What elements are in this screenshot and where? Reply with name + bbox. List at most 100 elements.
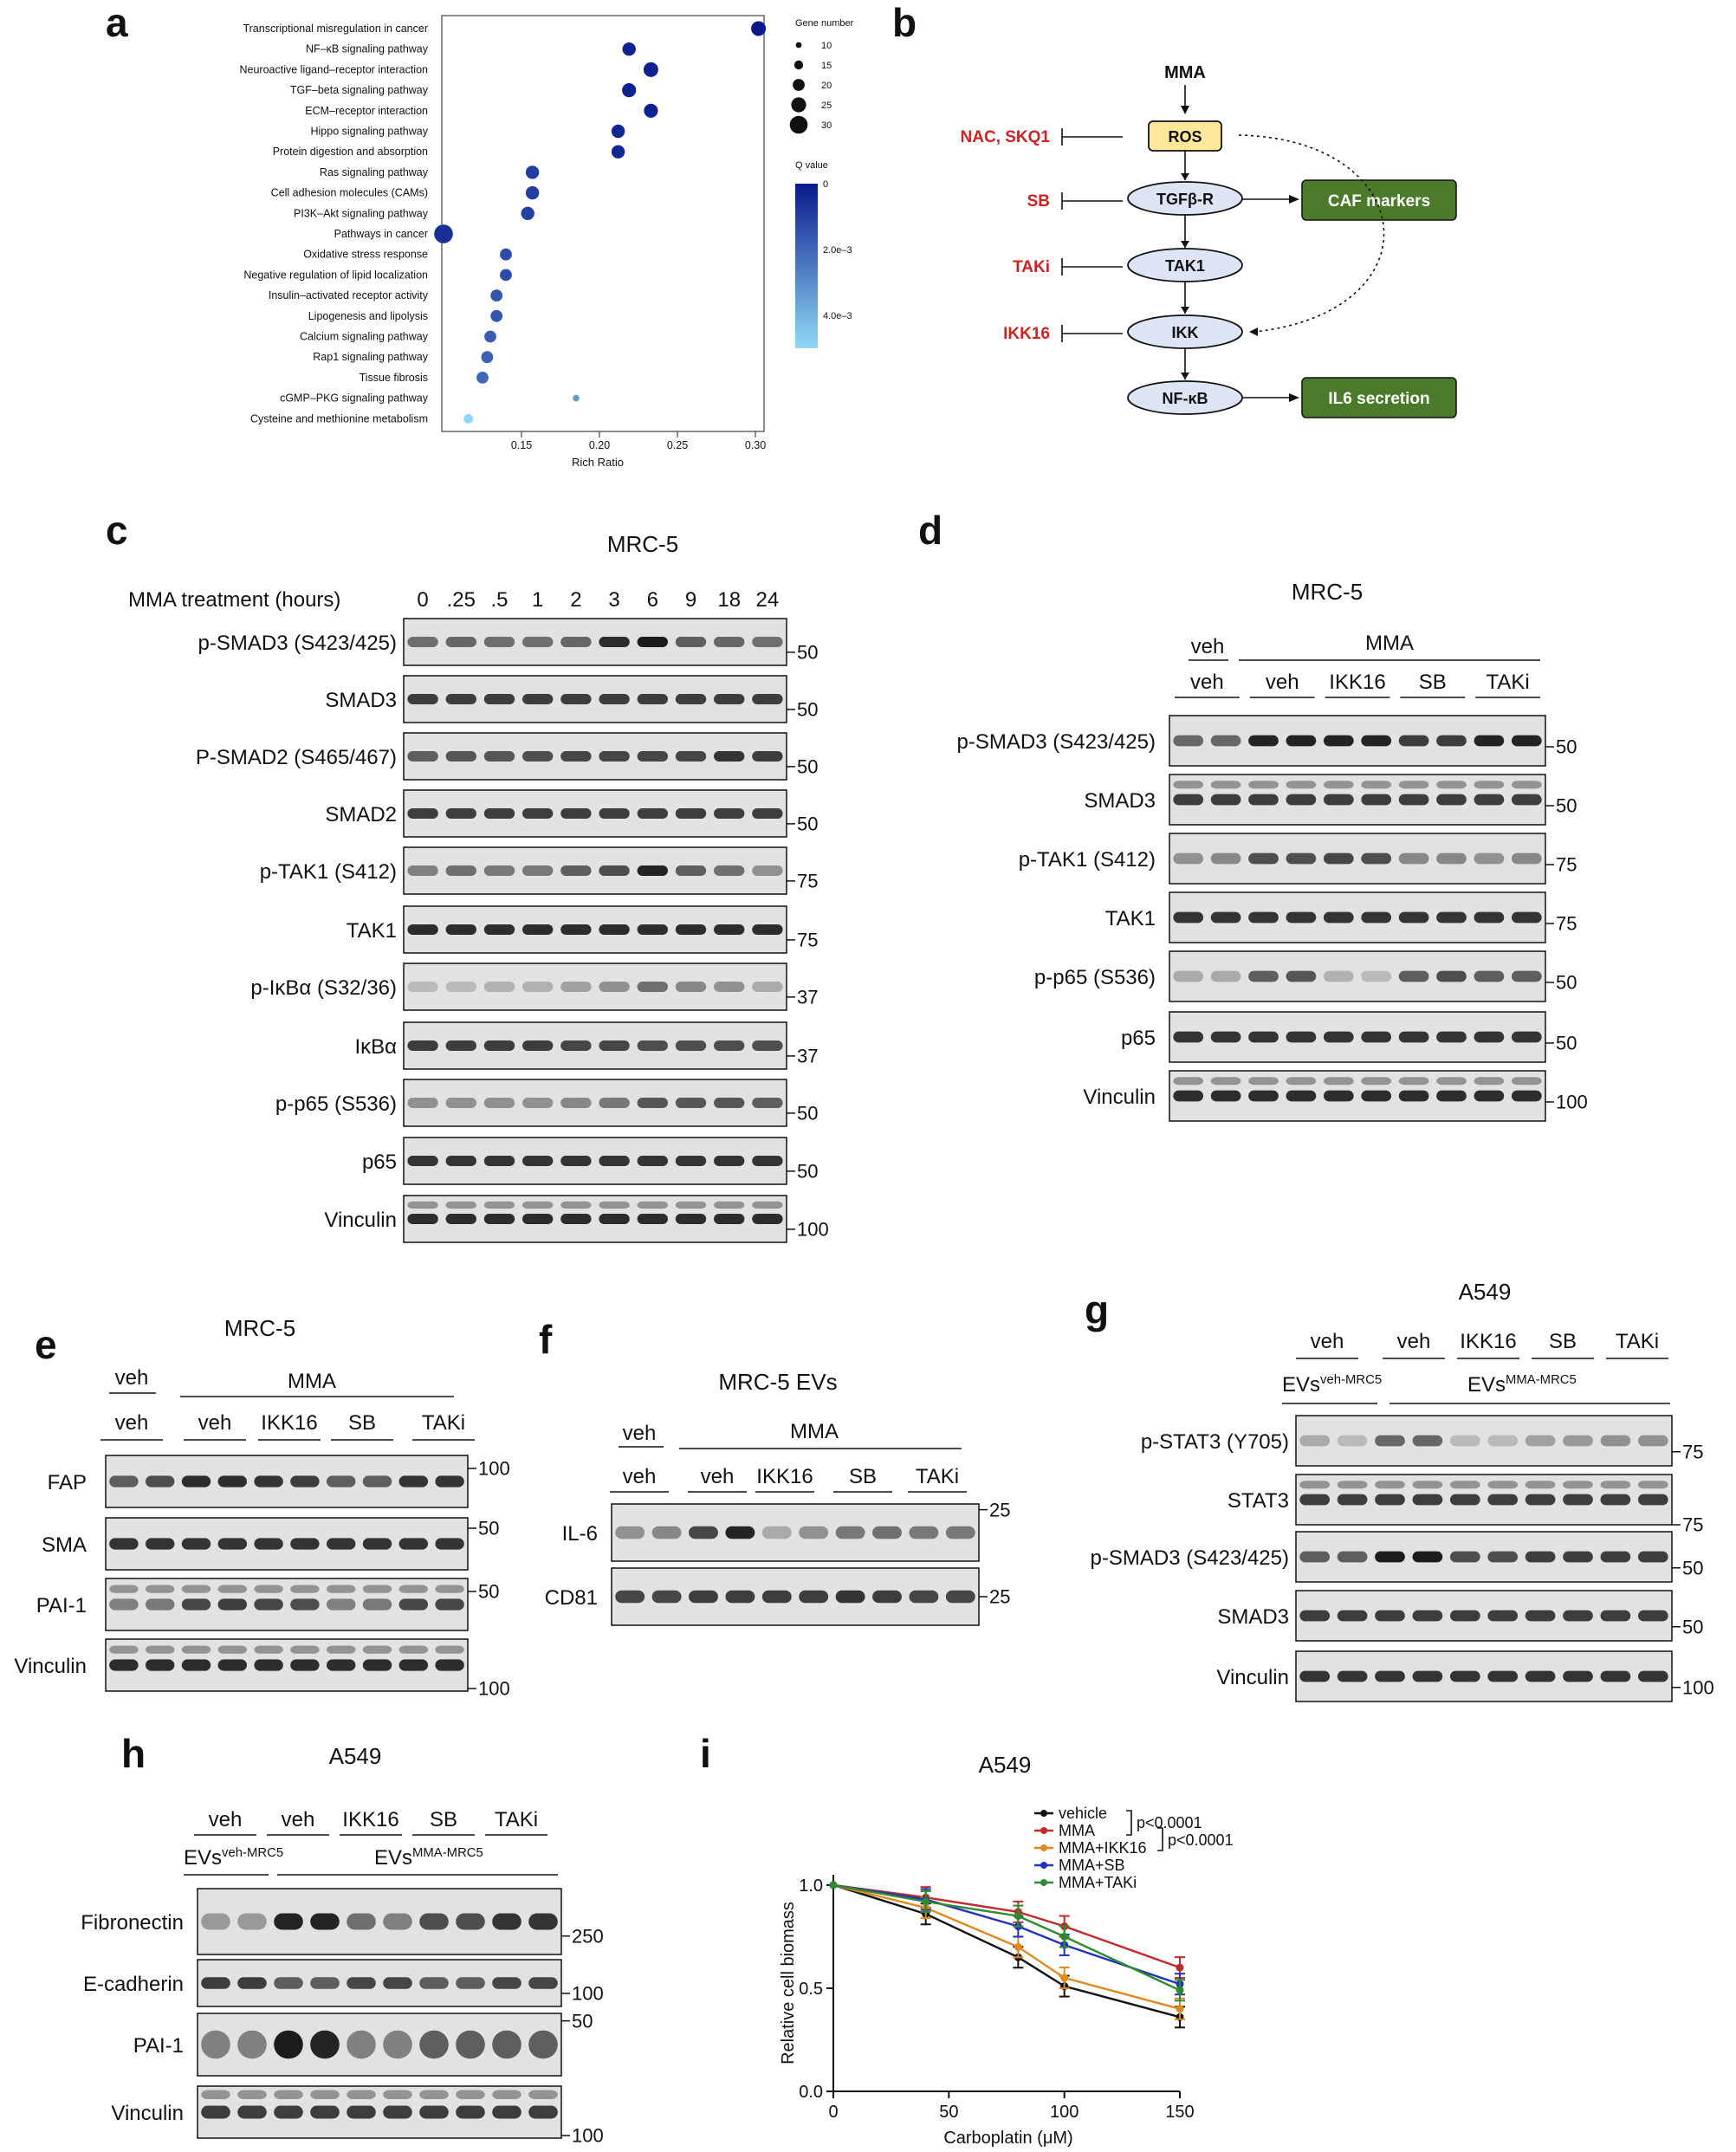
blot-d-band xyxy=(1286,1090,1317,1102)
blot-h-0-mw: 250 xyxy=(572,1925,604,1947)
blot-c-band xyxy=(483,865,515,876)
blot-c-band xyxy=(714,808,745,819)
blot-c-band xyxy=(522,751,554,762)
node-ros: ROS xyxy=(1168,128,1202,146)
panel-letter-e: e xyxy=(35,1322,57,1367)
blot-c-band xyxy=(483,982,515,992)
blot-c xyxy=(403,1195,787,1243)
group-label: veh xyxy=(282,1808,315,1831)
ev-mma-label: EVsMMA-MRC5 xyxy=(374,1846,483,1870)
legend-q-label: 0 xyxy=(823,179,828,190)
sig-bracket xyxy=(1126,1810,1132,1836)
blot-d-band xyxy=(1436,1031,1467,1043)
blot-g-band xyxy=(1375,1670,1405,1682)
blot-h-band-upper xyxy=(383,2090,412,2099)
blot-label: SMA xyxy=(42,1533,87,1557)
blot-d-band xyxy=(1286,735,1317,747)
blot-c-band xyxy=(483,924,515,935)
pathway-dot xyxy=(463,413,474,424)
pathway-dot xyxy=(476,372,489,384)
blot-c-band xyxy=(637,1156,668,1166)
pathway-label: Rap1 signaling pathway xyxy=(313,351,428,363)
ev-mma-label-sup: MMA-MRC5 xyxy=(412,1846,483,1860)
blot-g xyxy=(1295,1531,1673,1583)
blot-c-band xyxy=(637,1098,668,1108)
panel-letter-b: b xyxy=(892,0,917,45)
blot-c-band xyxy=(445,982,476,992)
panel-g-title: A549 xyxy=(1459,1279,1512,1305)
blot-c-band xyxy=(675,924,707,935)
blot-c-band-upper xyxy=(560,1201,592,1209)
blot-d xyxy=(1169,715,1546,767)
blot-e-band-upper xyxy=(254,1645,283,1654)
pathway-label: TGF–beta signaling pathway xyxy=(290,84,429,96)
blot-c-band xyxy=(560,1214,592,1224)
blot-d-band xyxy=(1361,970,1392,982)
blot-d-band xyxy=(1436,970,1467,982)
blot-c-band xyxy=(752,808,783,819)
blot-d-band-upper xyxy=(1210,781,1241,789)
blot-h-band xyxy=(419,1977,449,1989)
panel-letter-g: g xyxy=(1085,1287,1109,1332)
blot-g-band xyxy=(1299,1435,1331,1447)
blot-c xyxy=(403,846,787,895)
blot-c-band xyxy=(599,982,630,992)
blot-h-band-upper xyxy=(237,2090,267,2099)
node-ikk: IKK xyxy=(1172,324,1199,341)
series-point-MMA+TAKi xyxy=(1176,1986,1184,1994)
series-point-MMA+IKK16 xyxy=(1060,1974,1069,1982)
arrow-head xyxy=(1181,173,1189,180)
blot-label: p-SMAD3 (S423/425) xyxy=(1091,1546,1289,1570)
blot-label: p-p65 (S536) xyxy=(275,1092,397,1116)
blot-c-band xyxy=(714,637,745,647)
blot-d-band xyxy=(1511,1031,1542,1043)
blot-f-band xyxy=(872,1526,902,1539)
blot-d-band xyxy=(1361,1031,1392,1043)
blot-g-band xyxy=(1412,1670,1443,1682)
blot-d-band xyxy=(1474,1090,1505,1102)
blot-g-frame xyxy=(1295,1415,1673,1467)
blot-f-band xyxy=(761,1526,792,1539)
blot-label: PAI-1 xyxy=(36,1594,87,1617)
blot-g-band xyxy=(1563,1610,1593,1622)
blot-f-band xyxy=(615,1526,645,1539)
blot-c-band xyxy=(752,982,783,992)
blot-g-band-upper xyxy=(1487,1481,1519,1489)
blot-e-band xyxy=(254,1598,283,1611)
blot-e-band xyxy=(217,1538,248,1550)
blot-g-band xyxy=(1487,1670,1519,1682)
timepoint-label: 6 xyxy=(647,588,658,612)
pathway-dot xyxy=(484,330,496,343)
blot-e-band-upper xyxy=(326,1645,356,1654)
blot-g-band xyxy=(1525,1551,1556,1563)
blot-g-band xyxy=(1375,1494,1405,1506)
blot-d-band xyxy=(1398,852,1429,865)
blot-c-band-upper xyxy=(714,1201,745,1209)
blot-h-band xyxy=(237,2105,267,2119)
blot-c-band xyxy=(637,808,668,819)
pathway-dot xyxy=(622,42,636,56)
blot-d-band xyxy=(1398,970,1429,982)
blot-h-band-upper xyxy=(419,2090,449,2099)
blot-g-band xyxy=(1637,1610,1668,1622)
legend-dot-MMA+SB xyxy=(1040,1862,1047,1869)
blot-d-band xyxy=(1210,970,1241,982)
blot-d-band xyxy=(1361,794,1392,806)
blot-d-band xyxy=(1511,735,1542,747)
blot-g-band xyxy=(1600,1435,1631,1447)
blot-label: STAT3 xyxy=(1228,1489,1289,1513)
blot-c-band xyxy=(483,1156,515,1166)
blot-g-band xyxy=(1299,1494,1331,1506)
y-tick-label: 1.0 xyxy=(799,1877,823,1896)
pathway-label: Hippo signaling pathway xyxy=(310,126,428,138)
blot-c-band xyxy=(522,1098,554,1108)
blot-d-2-mw: 75 xyxy=(1556,854,1577,876)
x-tick-label: 100 xyxy=(1050,2103,1079,2122)
blot-f-band xyxy=(872,1590,902,1604)
pathway-dot xyxy=(500,269,512,282)
blot-c-band xyxy=(752,1040,783,1051)
blot-c-band-upper xyxy=(445,1201,476,1209)
blot-c-10-mw: 100 xyxy=(797,1219,829,1241)
blot-g-band xyxy=(1525,1610,1556,1622)
blot-d-6-mw: 100 xyxy=(1556,1092,1588,1113)
